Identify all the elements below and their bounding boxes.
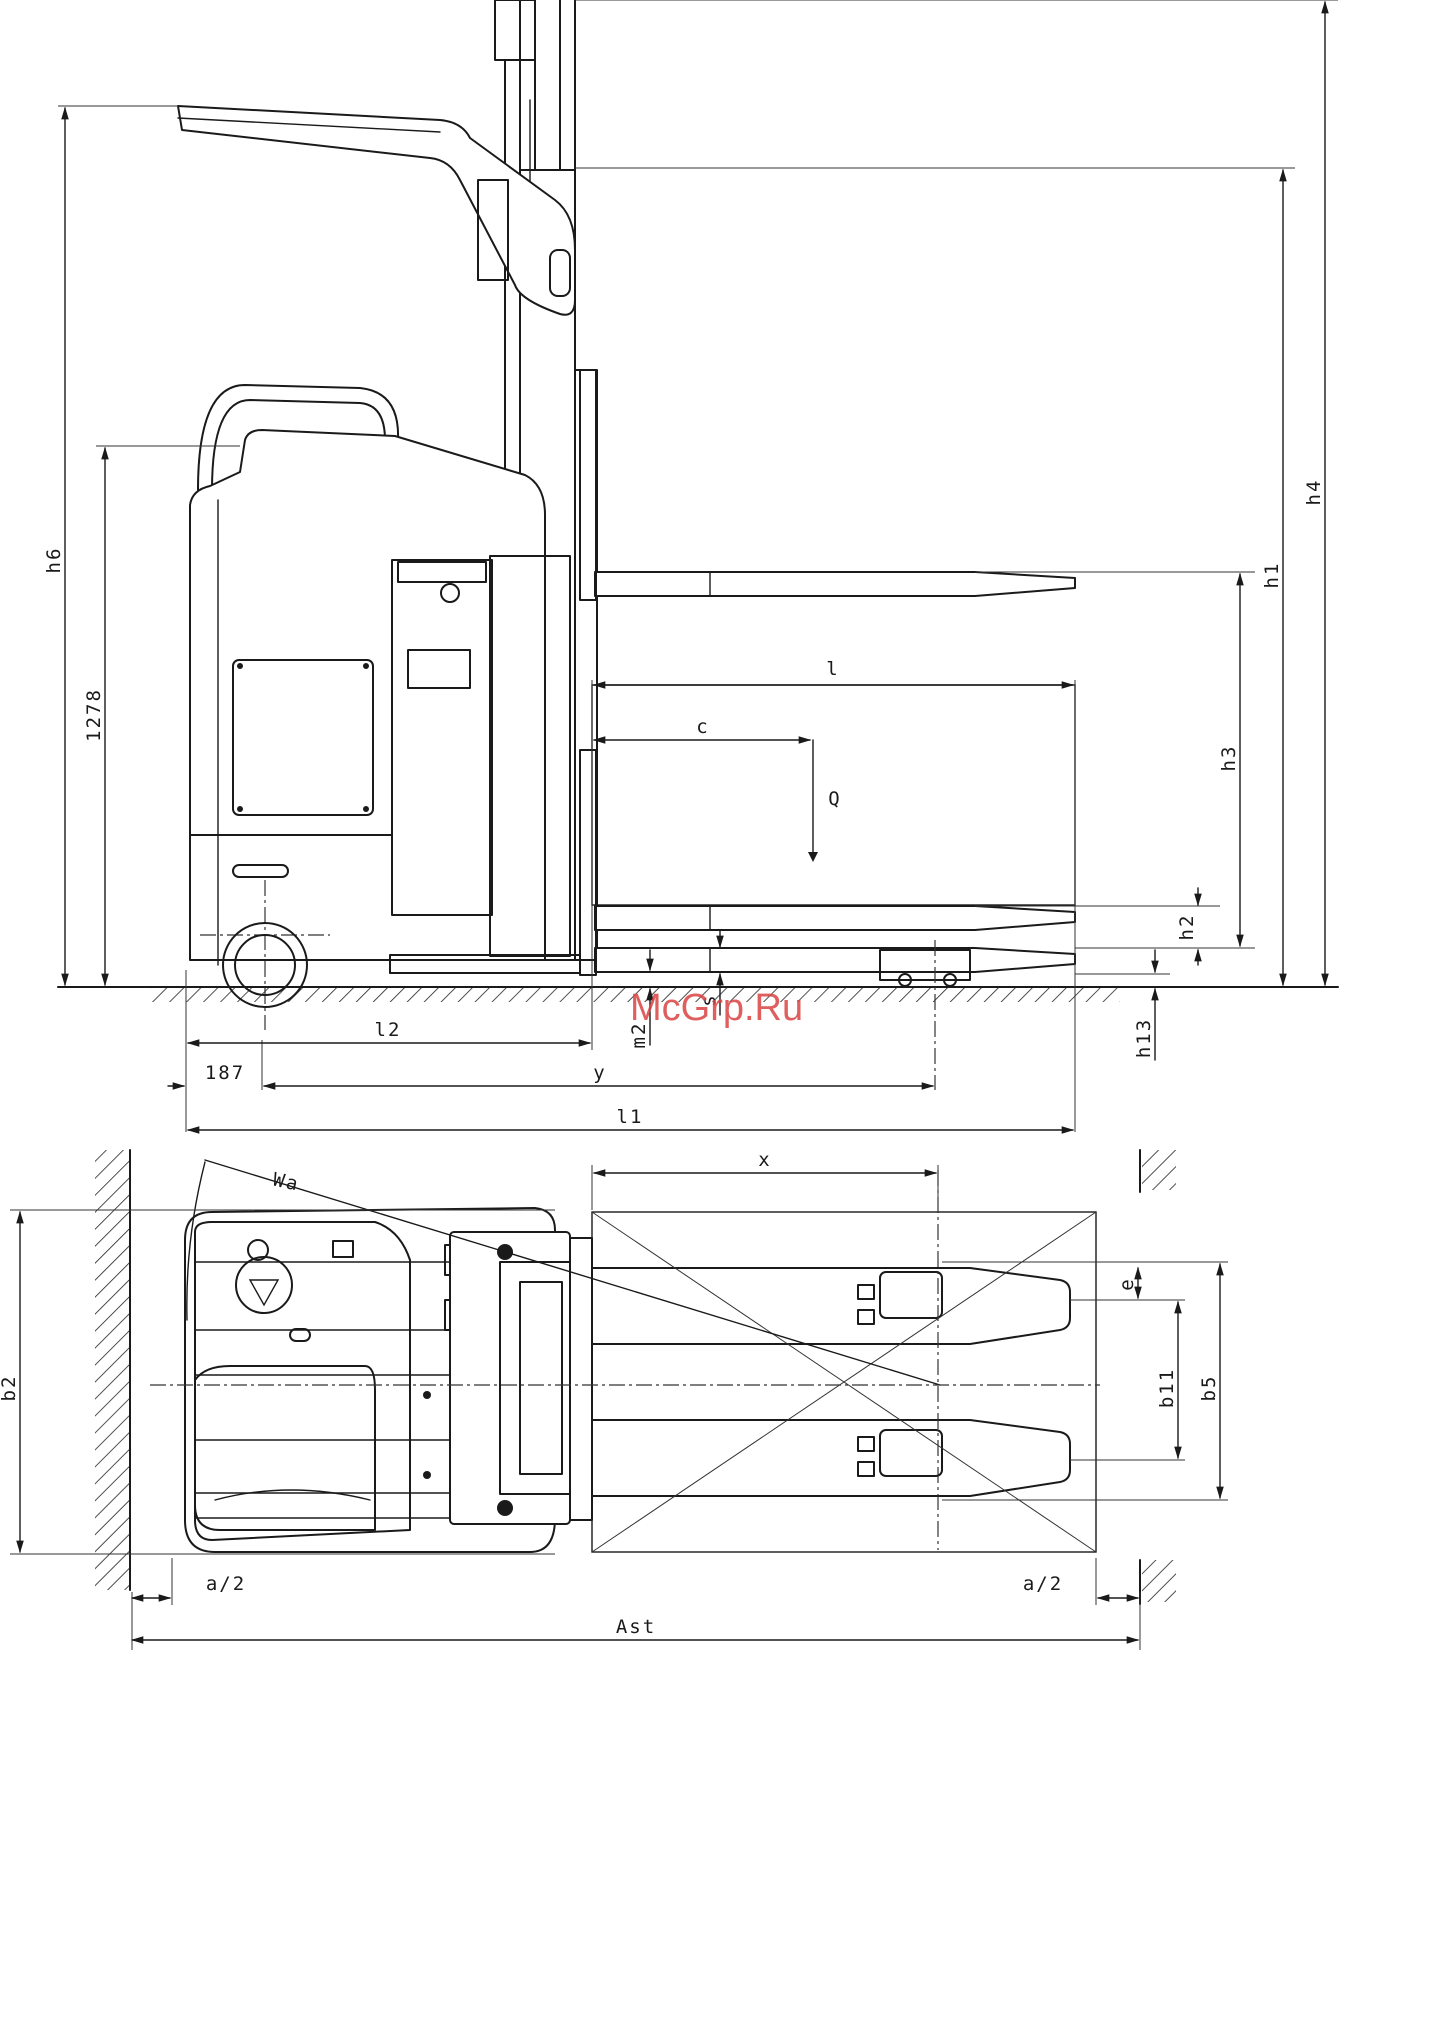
label-h3: h3 bbox=[1218, 745, 1240, 772]
label-h2: h2 bbox=[1176, 914, 1198, 941]
label-187: 187 bbox=[205, 1062, 245, 1084]
label-x: x bbox=[758, 1149, 771, 1171]
fork-carriage-top bbox=[450, 1232, 592, 1524]
watermark: McGrp.Ru bbox=[630, 987, 803, 1029]
overhead-guard bbox=[178, 106, 575, 315]
label-1278: 1278 bbox=[83, 688, 105, 742]
label-a2-right: a/2 bbox=[1023, 1573, 1063, 1595]
label-l1: l1 bbox=[617, 1106, 644, 1128]
forks bbox=[580, 370, 1075, 1090]
label-y: y bbox=[593, 1062, 606, 1084]
label-Wa: Wa bbox=[271, 1169, 302, 1196]
label-b2: b2 bbox=[0, 1375, 20, 1402]
label-Ast: Ast bbox=[616, 1616, 656, 1638]
label-b5: b5 bbox=[1198, 1375, 1220, 1402]
label-a2-left: a/2 bbox=[206, 1573, 246, 1595]
label-Q: Q bbox=[828, 788, 841, 810]
label-e: e bbox=[1116, 1277, 1138, 1290]
forks-top bbox=[592, 1268, 1070, 1496]
label-l2: l2 bbox=[375, 1019, 402, 1041]
label-h4: h4 bbox=[1303, 479, 1325, 506]
label-l: l bbox=[826, 658, 839, 680]
label-h1: h1 bbox=[1261, 562, 1283, 589]
label-h6: h6 bbox=[43, 547, 65, 574]
truck-body bbox=[190, 385, 580, 1030]
side-view bbox=[58, 0, 1338, 1132]
label-b11: b11 bbox=[1156, 1368, 1178, 1408]
label-c: c bbox=[696, 716, 709, 738]
label-h13: h13 bbox=[1133, 1018, 1155, 1058]
